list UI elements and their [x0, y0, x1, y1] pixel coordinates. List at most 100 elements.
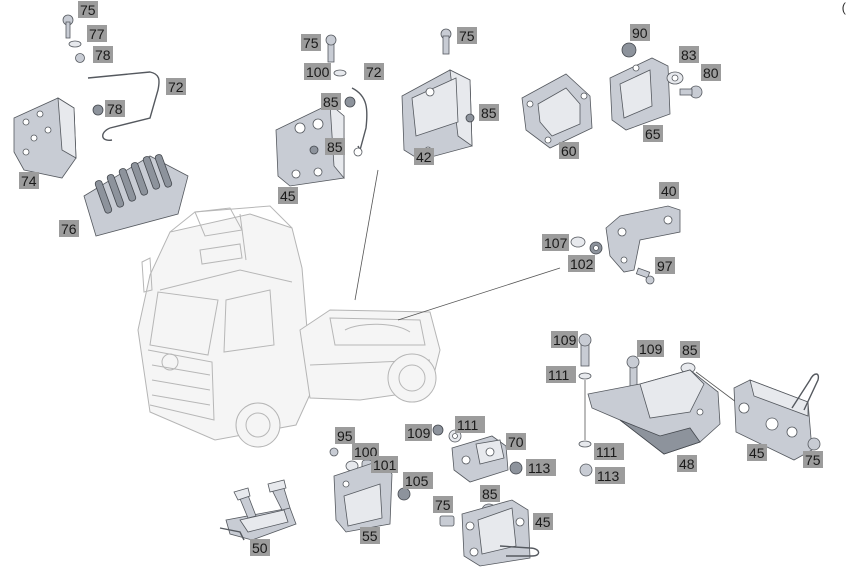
svg-text:113: 113	[528, 460, 551, 476]
svg-text:85: 85	[682, 342, 698, 358]
callout-75: 75	[457, 27, 477, 44]
callout-95: 95	[335, 427, 355, 444]
svg-text:72: 72	[168, 79, 184, 95]
svg-text:111: 111	[596, 444, 617, 460]
svg-text:78: 78	[95, 47, 111, 63]
svg-text:40: 40	[661, 183, 677, 199]
svg-text:78: 78	[107, 101, 123, 117]
callout-80: 80	[701, 64, 721, 81]
callout-100: 100	[304, 63, 331, 80]
callout-109: 109	[637, 340, 664, 357]
svg-text:111: 111	[457, 417, 478, 433]
bracket-assembly-45-top	[275, 34, 368, 187]
svg-text:107: 107	[544, 235, 568, 251]
callout-90: 90	[630, 24, 650, 41]
callout-77: 77	[87, 25, 107, 42]
callout-40: 40	[659, 182, 679, 199]
svg-text:42: 42	[416, 149, 432, 165]
callout-42: 42	[414, 148, 434, 165]
svg-text:109: 109	[639, 341, 663, 357]
svg-text:50: 50	[252, 540, 268, 556]
leader-line	[354, 169, 379, 301]
svg-text:75: 75	[435, 497, 451, 513]
svg-text:109: 109	[553, 332, 577, 348]
svg-text:83: 83	[681, 47, 697, 63]
callout-113: 113	[595, 467, 625, 484]
svg-text:76: 76	[61, 221, 77, 237]
svg-text:45: 45	[280, 188, 296, 204]
svg-text:85: 85	[481, 105, 497, 121]
callout-50: 50	[250, 539, 270, 556]
bracket-assembly-42	[401, 28, 475, 161]
bracket-assembly-74	[13, 14, 189, 237]
svg-text:85: 85	[327, 139, 343, 155]
svg-text:105: 105	[405, 473, 429, 489]
svg-text:74: 74	[21, 173, 37, 189]
svg-text:60: 60	[561, 143, 577, 159]
svg-text:75: 75	[303, 35, 319, 51]
bracket-assembly-55	[329, 447, 411, 533]
callout-72: 72	[364, 63, 384, 80]
svg-text:48: 48	[679, 456, 695, 472]
callout-78: 78	[105, 100, 125, 117]
svg-text:72: 72	[366, 64, 382, 80]
callout-45: 45	[278, 187, 298, 204]
callout-75: 75	[803, 451, 823, 468]
callout-74: 74	[19, 172, 39, 189]
callout-78: 78	[93, 46, 113, 63]
svg-text:70: 70	[508, 434, 524, 450]
bracket-assembly-45-bottom	[439, 499, 540, 567]
svg-text:75: 75	[459, 28, 475, 44]
callout-85: 85	[480, 485, 500, 502]
svg-text:102: 102	[570, 256, 594, 272]
callout-45: 45	[533, 513, 553, 530]
callout-111: 111	[455, 416, 485, 433]
callout-85: 85	[479, 104, 499, 121]
callout-85: 85	[325, 138, 345, 155]
svg-text:111: 111	[548, 367, 569, 383]
svg-text:65: 65	[645, 126, 661, 142]
svg-text:109: 109	[407, 425, 431, 441]
callout-107: 107	[542, 234, 569, 251]
bracket-assembly-70	[432, 424, 523, 483]
truck-illustration	[137, 205, 441, 448]
callout-75: 75	[301, 34, 321, 51]
callout-48: 48	[677, 455, 697, 472]
bracket-assembly-65	[609, 42, 703, 131]
callout-102: 102	[568, 255, 595, 272]
callout-76: 76	[59, 220, 79, 237]
callout-113: 113	[526, 459, 556, 476]
svg-text:113: 113	[597, 468, 620, 484]
svg-text:85: 85	[482, 486, 498, 502]
callout-72: 72	[166, 78, 186, 95]
callout-labels: 75 77 78 72 78 74 76 75 100 72 85 85 45 …	[19, 1, 823, 556]
corner-glyph: (	[841, 0, 846, 15]
svg-text:85: 85	[323, 94, 339, 110]
callout-83: 83	[679, 46, 699, 63]
callout-60: 60	[559, 142, 579, 159]
callout-65: 65	[643, 125, 663, 142]
svg-text:75: 75	[80, 2, 96, 18]
callout-70: 70	[506, 433, 526, 450]
callout-75: 75	[433, 496, 453, 513]
svg-text:75: 75	[805, 452, 821, 468]
svg-text:77: 77	[89, 26, 105, 42]
callout-55: 55	[360, 527, 380, 544]
bracket-assembly-50	[219, 479, 297, 541]
callout-85: 85	[321, 93, 341, 110]
svg-text:90: 90	[632, 25, 648, 41]
callout-109: 109	[551, 331, 578, 348]
callout-75: 75	[78, 1, 98, 18]
svg-text:97: 97	[657, 258, 673, 274]
callout-101: 101	[371, 456, 398, 473]
leader-line	[397, 267, 561, 321]
callout-45: 45	[747, 444, 767, 461]
callout-109: 109	[405, 424, 432, 441]
svg-text:55: 55	[362, 528, 378, 544]
mounting-plate-60	[521, 73, 593, 149]
bracket-assembly-48	[578, 333, 821, 477]
svg-text:80: 80	[703, 65, 719, 81]
callout-85: 85	[680, 341, 700, 358]
callout-97: 97	[655, 257, 675, 274]
